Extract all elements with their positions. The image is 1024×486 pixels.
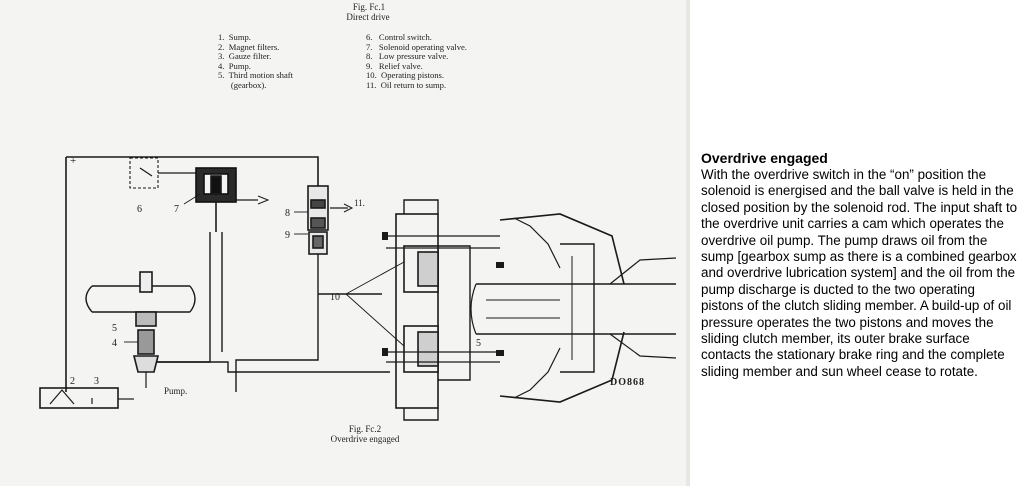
scanned-figure: Fig. Fc.1 Direct drive 1. Sump. 2. Magne… xyxy=(0,0,690,486)
legend-item: 5. Third motion shaft xyxy=(218,70,294,81)
legend-item: 6. Control switch. xyxy=(366,32,432,42)
panel-body: With the overdrive switch in the “on” po… xyxy=(701,167,1018,379)
legend-right: 6. Control switch. 7. Solenoid operating… xyxy=(366,32,467,91)
callout-9: 9 xyxy=(285,230,290,241)
legend-item: 9. Relief valve. xyxy=(366,60,423,71)
wire-top xyxy=(66,156,319,186)
callout-8: 8 xyxy=(285,208,290,219)
legend-left: 1. Sump. 2. Magnet filters. 3. Gauze fil… xyxy=(218,32,294,91)
scan-edge xyxy=(686,0,690,486)
pump xyxy=(139,271,153,293)
description-panel: Overdrive engaged With the overdrive swi… xyxy=(701,150,1019,380)
hydraulic-diagram: 6 7 8 9 10 11. 5 4 2 3 5 Pump. + DO868 xyxy=(39,155,677,421)
drawing-code: DO868 xyxy=(610,377,645,388)
piston-housing xyxy=(395,213,439,409)
legend-item: 10. Operating pistons. xyxy=(366,70,445,81)
fig1-title: Fig. Fc.1 xyxy=(352,2,386,12)
legend-item: 2. Magnet filters. xyxy=(218,41,280,52)
callout-5-shaft: 5 xyxy=(476,338,481,349)
callout-3: 3 xyxy=(94,376,99,387)
fig2-title: Fig. Fc.2 xyxy=(348,424,382,434)
callout-2: 2 xyxy=(70,376,75,387)
sump xyxy=(39,387,119,409)
panel-heading: Overdrive engaged xyxy=(701,150,828,166)
plus-sign: + xyxy=(70,155,76,167)
legend-item: 3. Gauze filter. xyxy=(218,51,272,62)
control-switch xyxy=(129,157,159,189)
output-shaft xyxy=(476,283,676,335)
legend-item: (gearbox). xyxy=(218,79,267,90)
callout-11: 11. xyxy=(354,198,365,208)
legend-item: 4. Pump. xyxy=(218,60,251,71)
callout-5: 5 xyxy=(112,323,117,334)
fig2-subtitle: Overdrive engaged xyxy=(330,434,400,444)
legend-item: 8. Low pressure valve. xyxy=(366,51,449,62)
legend-item: 11. Oil return to sump. xyxy=(366,79,447,90)
sliding-clutch-member xyxy=(560,243,595,373)
legend-item: 7. Solenoid operating valve. xyxy=(366,41,467,52)
bolts xyxy=(382,232,504,356)
callout-7: 7 xyxy=(174,204,179,215)
callout-4: 4 xyxy=(112,338,117,349)
brake-ring xyxy=(499,213,625,403)
callout-10: 10 xyxy=(330,292,340,303)
callout-6: 6 xyxy=(137,204,142,215)
legend-item: 1. Sump. xyxy=(218,32,251,42)
fig1-subtitle: Direct drive xyxy=(346,12,390,22)
pump-label: Pump. xyxy=(164,386,187,396)
